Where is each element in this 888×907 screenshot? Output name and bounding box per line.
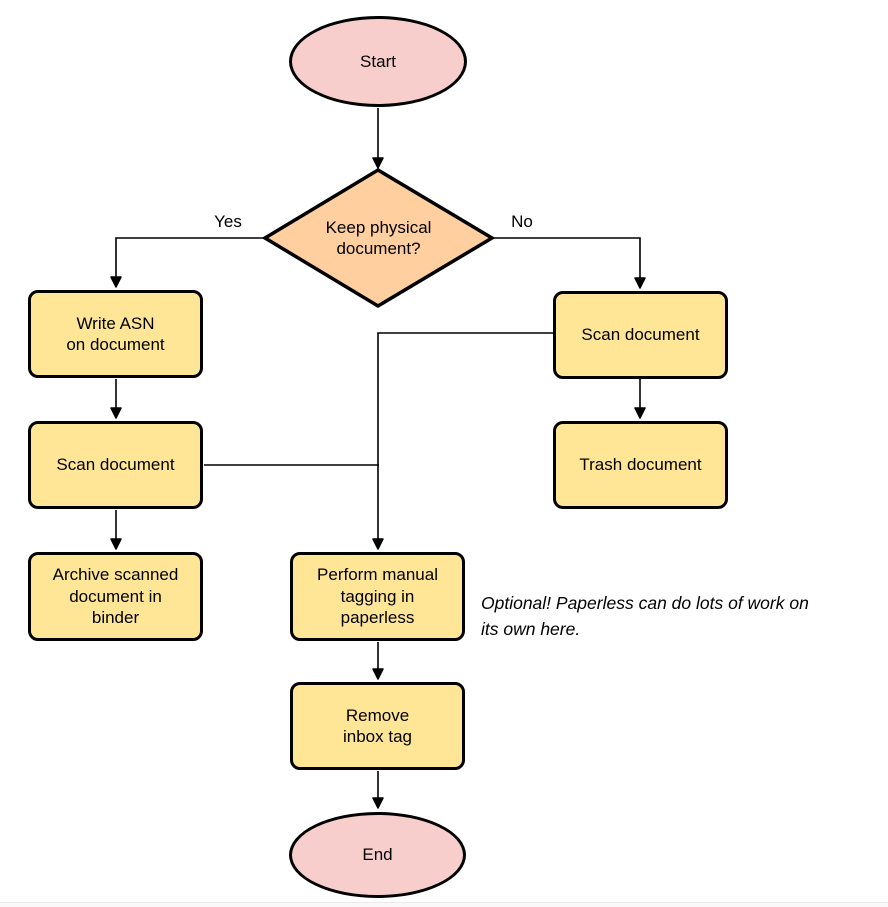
- edge-decision-yes-to-write-asn: [110, 237, 266, 288]
- yes-branch-label: Yes: [214, 212, 242, 231]
- archive-document-node: Archive scanned document in binder: [28, 552, 203, 641]
- remove-inbox-tag-node: Remove inbox tag: [290, 682, 465, 770]
- start-node: Start: [289, 16, 467, 107]
- edge-decision-no-to-scan-right: [491, 237, 646, 289]
- write-asn-node: Write ASN on document: [28, 290, 203, 378]
- edge-scan-right-to-tagging: [372, 332, 553, 550]
- manual-tagging-node: Perform manual tagging in paperless: [290, 552, 465, 641]
- no-branch-label: No: [511, 212, 533, 231]
- bottom-edge-strip: [0, 902, 888, 907]
- decision-node-label: Keep physical document?: [325, 217, 432, 258]
- scan-document-left-node: Scan document: [28, 421, 203, 509]
- optional-note-text: Optional! Paperless can do lots of work …: [481, 593, 809, 639]
- decision-diamond-shape: [261, 167, 496, 309]
- trash-document-node: Trash document: [553, 421, 728, 509]
- end-node: End: [289, 812, 466, 898]
- scan-document-right-node: Scan document: [553, 291, 728, 379]
